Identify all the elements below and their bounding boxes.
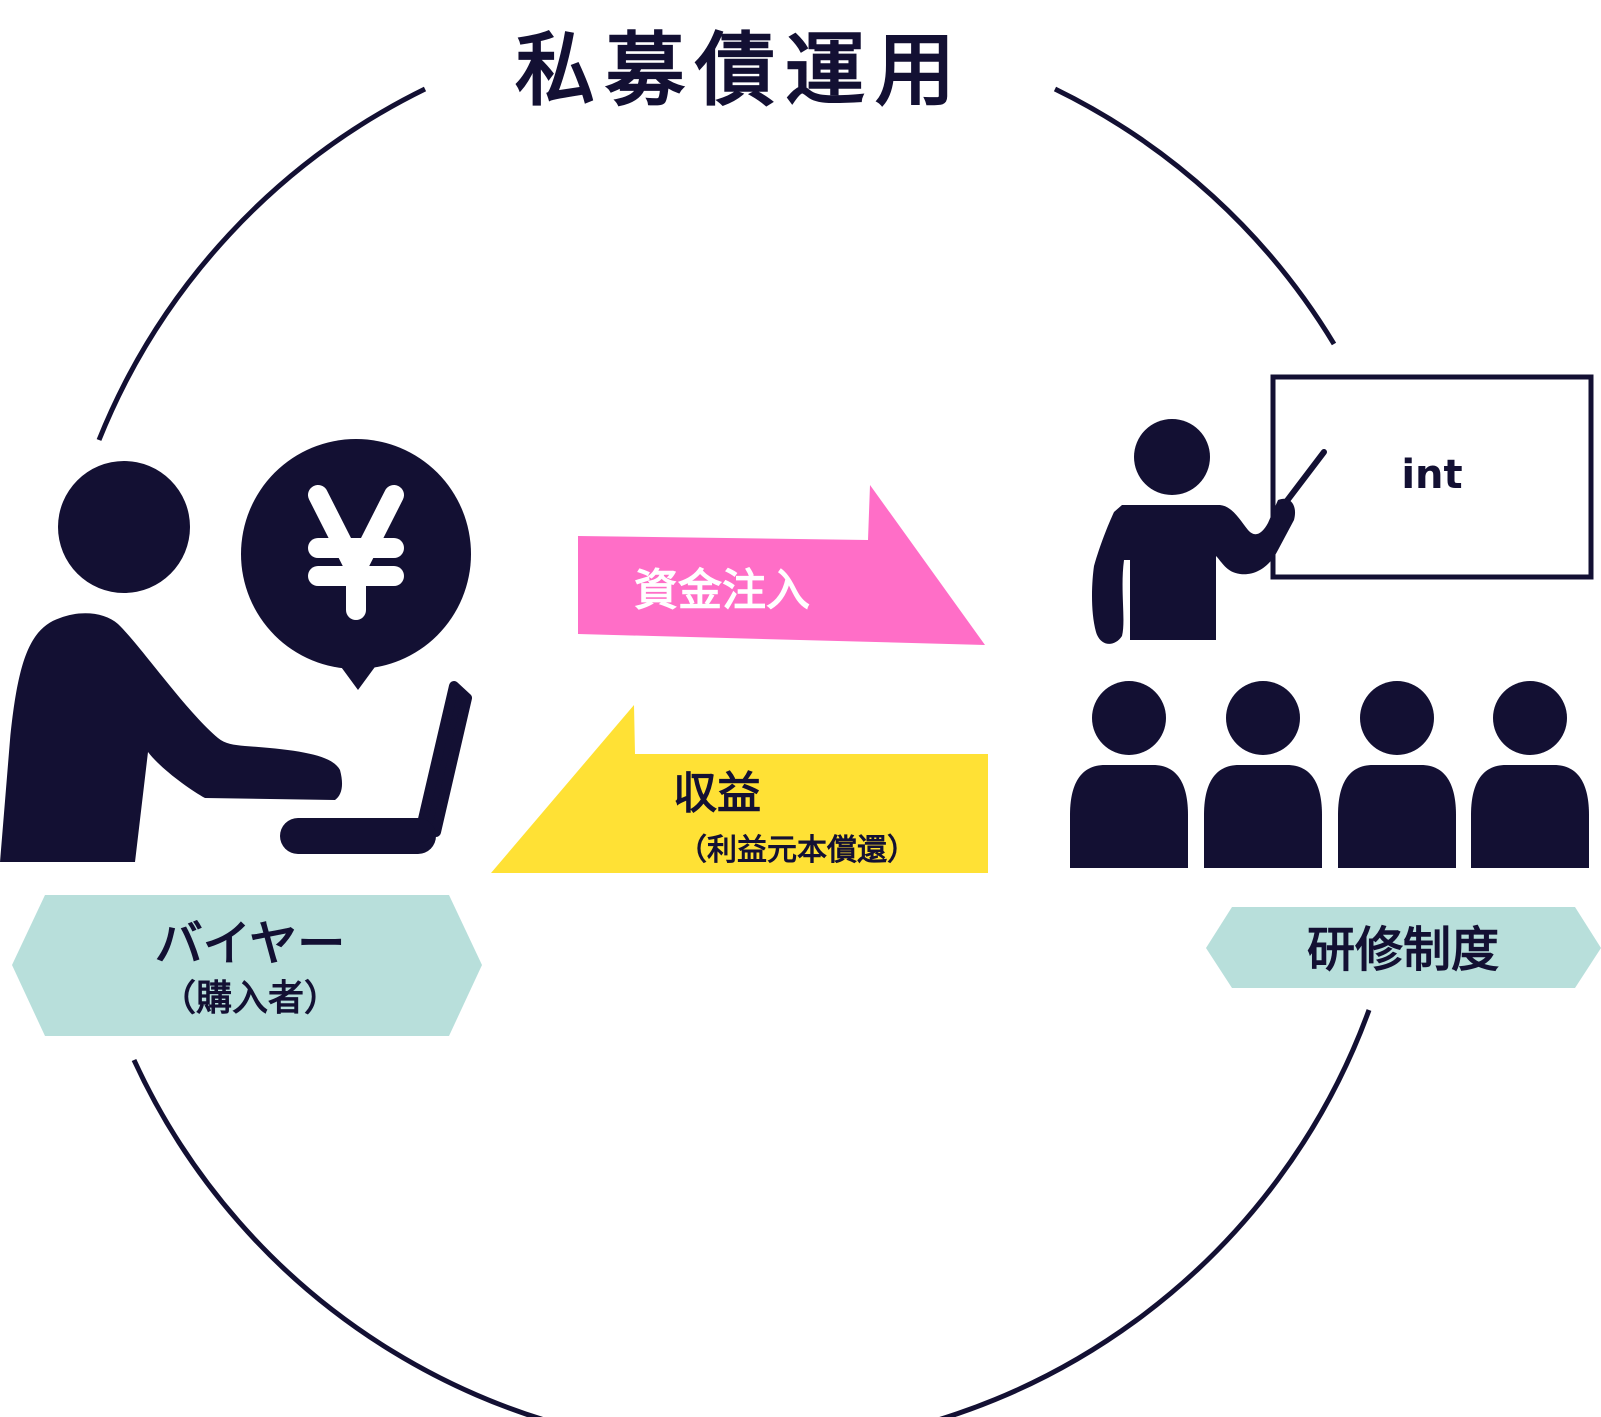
student-head-1 (1092, 681, 1166, 755)
cycle-arc-bottom-right (131, 1009, 1372, 1417)
returns-arrow-sublabel: （利益元本償還） (677, 833, 917, 868)
funding-arrow: 資金注入 (578, 485, 985, 645)
returns-arrow-shape (491, 705, 988, 873)
training-figure: int (1070, 374, 1594, 868)
training-tag-label: 研修制度 (1307, 922, 1499, 978)
cycle-arc-top-left (96, 86, 427, 441)
cycle-arc-top-right (1053, 86, 1337, 346)
buyer-body-icon (0, 613, 343, 862)
student-body-3 (1338, 765, 1456, 868)
student-head-2 (1226, 681, 1300, 755)
student-head-3 (1360, 681, 1434, 755)
cycle-circle (96, 86, 1372, 1417)
returns-arrow-label: 収益 (673, 768, 761, 819)
student-body-4 (1471, 765, 1589, 868)
speech-bubble-tail-icon (336, 660, 380, 690)
funding-arrow-shape (578, 485, 985, 645)
returns-arrow: 収益 （利益元本償還） (491, 705, 988, 873)
laptop-screen-icon (415, 681, 472, 837)
student-head-4 (1493, 681, 1567, 755)
students-icon (1070, 681, 1589, 868)
teacher-icon (1092, 419, 1296, 644)
buyer-tag-sublabel: （購入者） (160, 978, 340, 1019)
buyer-tag: バイヤー （購入者） (12, 895, 482, 1036)
diagram-title: 私募債運用 (515, 24, 965, 117)
yen-speech-bubble (241, 439, 471, 690)
whiteboard-icon (1270, 374, 1594, 580)
student-body-1 (1070, 765, 1188, 868)
laptop-base-icon (280, 818, 436, 854)
buyer-tag-label: バイヤー (155, 916, 346, 972)
yen-icon (308, 485, 404, 620)
buyer-head-icon (58, 461, 190, 593)
training-tag-shape (1206, 907, 1601, 988)
whiteboard-text: int (1401, 452, 1462, 498)
buyer-tag-shape (12, 895, 482, 1036)
student-body-2 (1204, 765, 1322, 868)
funding-arrow-label: 資金注入 (634, 565, 810, 616)
training-tag: 研修制度 (1206, 907, 1601, 988)
buyer-figure (0, 461, 472, 862)
